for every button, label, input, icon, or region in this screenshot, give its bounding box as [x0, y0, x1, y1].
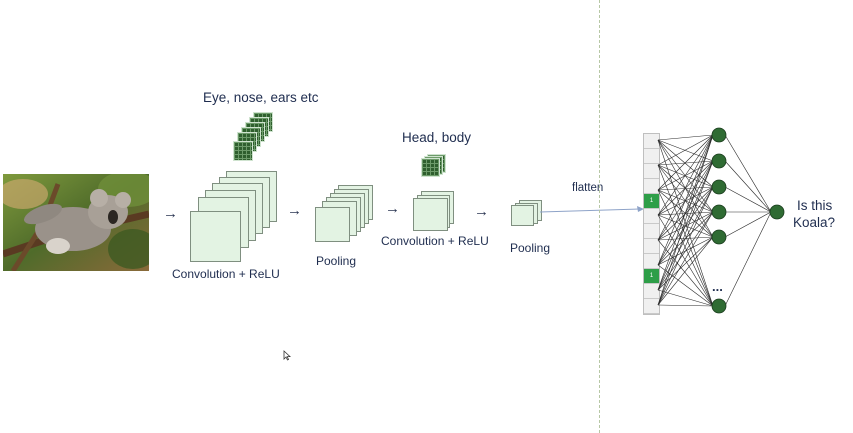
connection-line: [724, 134, 772, 213]
output-neuron: [769, 204, 785, 220]
vector-cell: [644, 284, 659, 299]
connection-line: [657, 134, 714, 306]
connection-line: [657, 239, 714, 307]
connection-line: [724, 186, 772, 213]
connection-line: [657, 139, 714, 162]
connection-line: [657, 236, 714, 306]
vector-cell: [644, 209, 659, 224]
connection-line: [657, 160, 714, 291]
output-question-line2: Koala?: [793, 215, 836, 230]
arrow-icon: →: [385, 200, 400, 217]
connection-line: [657, 134, 714, 216]
vector-cell: [644, 164, 659, 179]
divider-line: [599, 0, 600, 433]
connection-line: [657, 160, 714, 306]
mouse-pointer-icon: [283, 350, 291, 361]
arrow-icon: →: [474, 203, 489, 220]
connection-line: [657, 264, 714, 307]
vector-cell: [644, 254, 659, 269]
connection-line: [657, 134, 714, 141]
vector-cell: [644, 179, 659, 194]
connection-line: [657, 164, 714, 307]
hidden-neuron: [711, 229, 727, 245]
connection-line: [657, 134, 714, 166]
pool1-label: Pooling: [316, 254, 357, 268]
connection-line: [657, 186, 714, 191]
conv2-label: Convolution + ReLU: [381, 234, 489, 248]
hidden-neuron: [711, 153, 727, 169]
connection-line: [724, 211, 772, 307]
hidden-neuron: [711, 127, 727, 143]
high-level-features-label: Head, body: [402, 130, 472, 145]
connection-line: [657, 134, 714, 191]
connection-line: [657, 139, 714, 307]
hidden-neuron: [711, 179, 727, 195]
connection-line: [657, 160, 714, 166]
connection-line: [657, 134, 714, 266]
vector-cell-active: 1: [644, 269, 659, 284]
vector-cell-active: 1: [644, 194, 659, 209]
vector-cell: [644, 149, 659, 164]
connection-line: [657, 139, 714, 188]
flattened-vector: 1 1: [643, 133, 660, 315]
koala-photo: [3, 174, 149, 271]
ellipsis-label: ...: [712, 279, 723, 294]
vector-cell: [644, 299, 659, 314]
connection-line: [657, 186, 714, 306]
pool2-label: Pooling: [510, 241, 551, 255]
hidden-neuron: [711, 298, 727, 314]
connection-line: [724, 160, 772, 213]
conv1-label: Convolution + ReLU: [172, 267, 280, 281]
fully-connected-network: [657, 127, 785, 314]
flatten-label: flatten: [572, 182, 604, 194]
connection-line: [657, 186, 714, 291]
flatten-arrow: [540, 206, 644, 213]
connection-line: [657, 211, 714, 306]
connection-line: [657, 214, 714, 307]
arrow-icon: →: [287, 202, 302, 219]
connection-line: [657, 134, 714, 241]
vector-cell: [644, 224, 659, 239]
vector-cell: [644, 134, 659, 149]
connection-line: [657, 289, 714, 307]
connection-line: [657, 304, 714, 307]
connection-line: [657, 134, 714, 291]
connection-line: [724, 211, 772, 238]
hidden-neuron: [711, 204, 727, 220]
vector-cell: [644, 239, 659, 254]
output-question-line1: Is this: [797, 198, 833, 213]
arrow-icon: →: [163, 205, 178, 222]
low-level-features-label: Eye, nose, ears etc: [203, 90, 319, 105]
connection-line: [657, 189, 714, 307]
connection-line: [657, 164, 714, 188]
